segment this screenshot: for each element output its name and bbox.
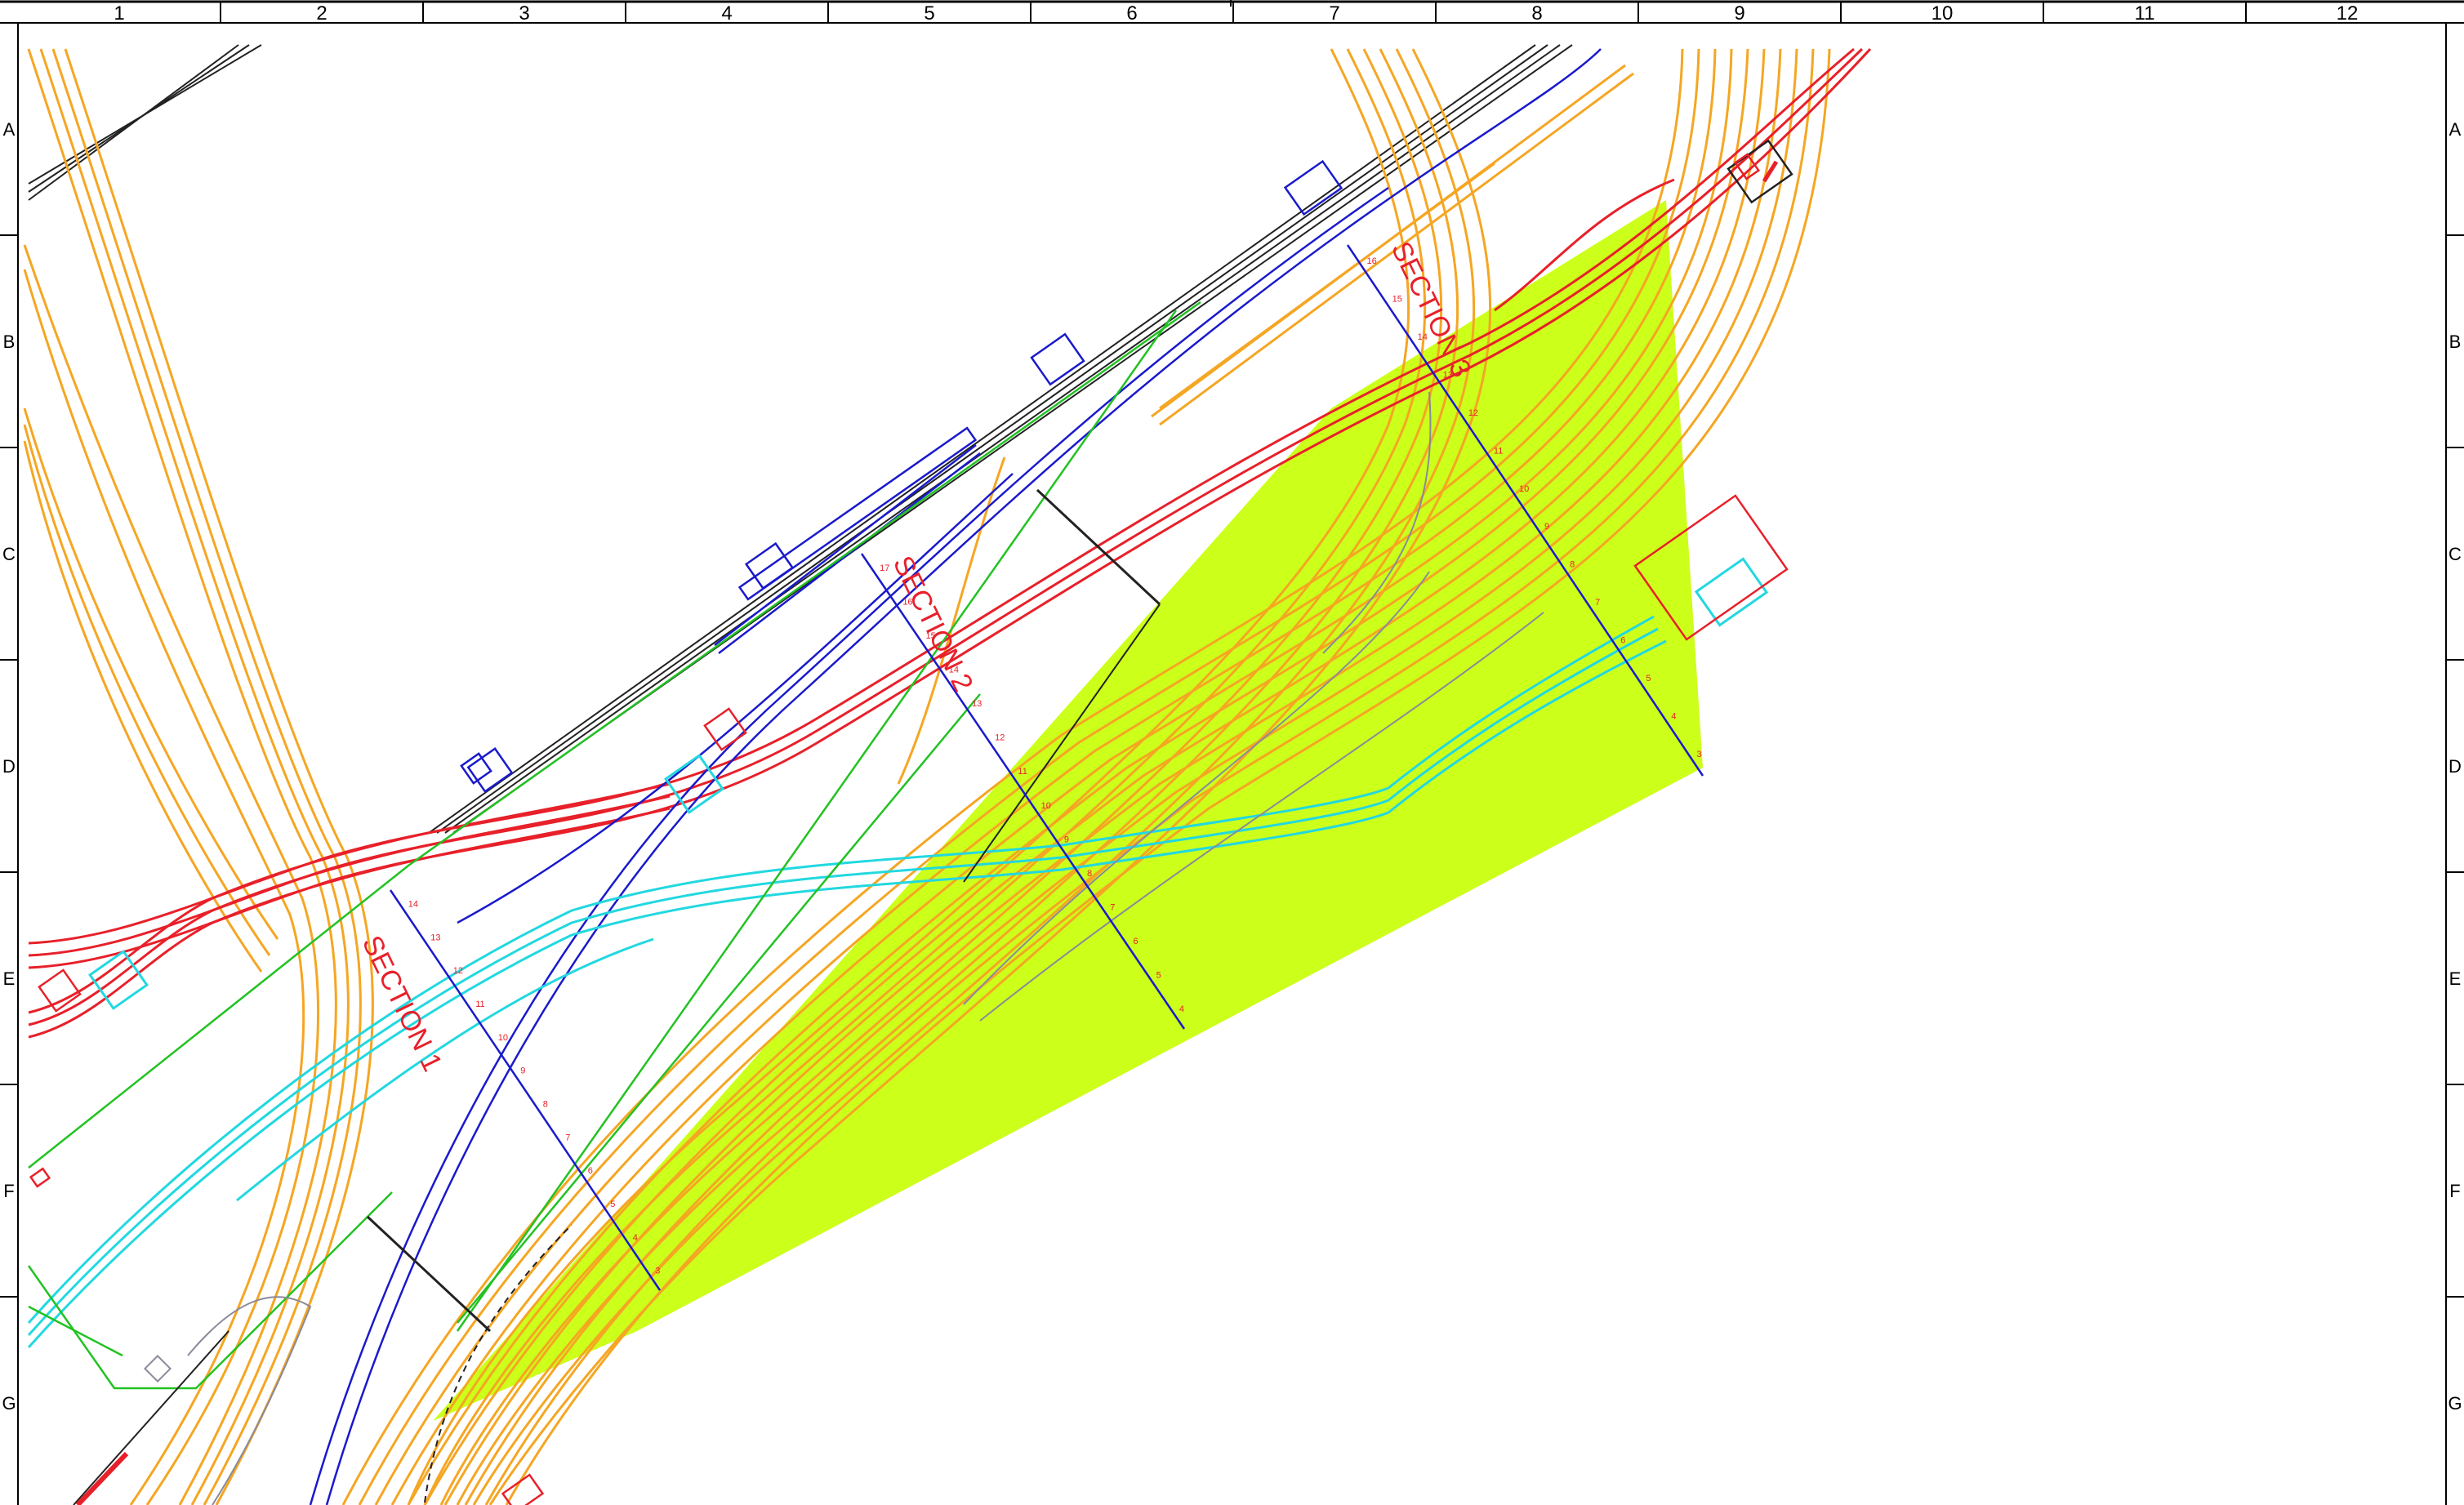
row-label-right: F — [2449, 1181, 2460, 1201]
section-station-number: 7 — [565, 1133, 570, 1142]
section-station-number: 9 — [1064, 835, 1069, 844]
section-station-number: 6 — [588, 1166, 593, 1176]
section-station-number: 12 — [453, 966, 463, 976]
section-station-number: 11 — [1494, 446, 1503, 456]
section-station-number: 13 — [972, 699, 982, 709]
column-label: 9 — [1734, 2, 1744, 24]
blue-track-bundle — [309, 48, 1602, 1505]
column-label: 2 — [316, 2, 327, 24]
section-station-number: 15 — [926, 631, 936, 641]
row-label-left: G — [2, 1393, 16, 1414]
column-label: 11 — [2135, 2, 2155, 24]
section-station-number: 4 — [1179, 1004, 1184, 1014]
column-label: 4 — [721, 2, 732, 24]
row-label-right: G — [2448, 1393, 2462, 1414]
black-construction-lines — [73, 488, 1161, 1505]
section-station-number: 3 — [655, 1267, 660, 1276]
orange-track-bundle-main — [341, 48, 1831, 1505]
section-station-number: 7 — [1110, 903, 1115, 913]
section-station-number: 4 — [633, 1233, 638, 1243]
section-station-number: 13 — [1443, 371, 1453, 381]
column-label: 5 — [924, 2, 934, 24]
column-label: 7 — [1329, 2, 1339, 24]
section-station-number: 16 — [902, 597, 912, 607]
row-label-left: A — [3, 119, 16, 140]
column-dividers — [220, 2, 2247, 23]
row-dividers — [0, 234, 2464, 1298]
section-station-number: 14 — [949, 666, 959, 675]
section-station-number: 17 — [880, 563, 889, 573]
section-cut-lines: 14 13 12 11 10 9 8 7 6 5 4 3 17 16 15 14 13 12 11 10 9 8 7 6 5 4 1… — [389, 244, 1704, 1291]
red-equipment-boxes — [29, 139, 1793, 1505]
cyan-track-bundle — [27, 557, 1769, 1348]
section-station-number: 11 — [475, 1000, 484, 1009]
section-station-number: 14 — [408, 899, 418, 909]
row-label-left: C — [2, 544, 16, 564]
section-station-number: 10 — [1041, 801, 1051, 811]
section-station-number: 5 — [1646, 674, 1651, 683]
section-station-number: 7 — [1595, 598, 1600, 608]
row-labels: A A B B C C D D E E F F G G — [2, 119, 2462, 1414]
section-line-2 — [860, 553, 1186, 1030]
row-label-right: D — [2448, 756, 2462, 777]
row-label-right: E — [2449, 968, 2462, 989]
column-label: 6 — [1126, 2, 1137, 24]
row-label-left: E — [3, 968, 16, 989]
section-station-number: 10 — [1519, 484, 1529, 494]
section-station-number: 6 — [1620, 636, 1625, 646]
section-station-number: 5 — [1156, 971, 1161, 981]
section-station-number: 16 — [1367, 256, 1377, 266]
section-station-number: 9 — [520, 1066, 525, 1076]
section-station-number: 6 — [1133, 937, 1138, 946]
section-station-number: 10 — [498, 1033, 508, 1043]
section-station-number: 8 — [1087, 869, 1092, 879]
column-label: 12 — [2337, 2, 2359, 24]
row-label-left: B — [3, 332, 16, 352]
row-label-right: C — [2448, 544, 2462, 564]
section-station-number: 15 — [1392, 295, 1402, 305]
section-station-number: 12 — [1468, 408, 1478, 418]
section-station-number: 3 — [1696, 750, 1701, 759]
section-station-number: 14 — [1418, 332, 1428, 342]
section-station-number: 13 — [430, 933, 440, 942]
section-station-number: 8 — [1570, 560, 1575, 570]
column-label: 1 — [114, 2, 124, 24]
grey-lines — [144, 391, 1544, 1505]
row-label-right: A — [2449, 119, 2462, 140]
row-label-left: F — [3, 1181, 14, 1201]
red-track-bundle — [28, 47, 1872, 1039]
column-label: 3 — [519, 2, 529, 24]
section-station-number: 8 — [543, 1099, 548, 1109]
column-label: 10 — [1932, 2, 1954, 24]
section-station-number: 11 — [1018, 767, 1027, 777]
section-station-number: 12 — [995, 733, 1005, 743]
section-station-number: 4 — [1671, 711, 1676, 721]
column-label: 8 — [1531, 2, 1542, 24]
row-label-right: B — [2449, 332, 2462, 352]
section-station-number: 5 — [610, 1200, 615, 1209]
green-outline — [27, 301, 1201, 1390]
section-line-3 — [1346, 244, 1704, 777]
row-label-left: D — [2, 756, 16, 777]
section-line-1 — [389, 889, 662, 1291]
section-station-number: 9 — [1544, 522, 1549, 532]
